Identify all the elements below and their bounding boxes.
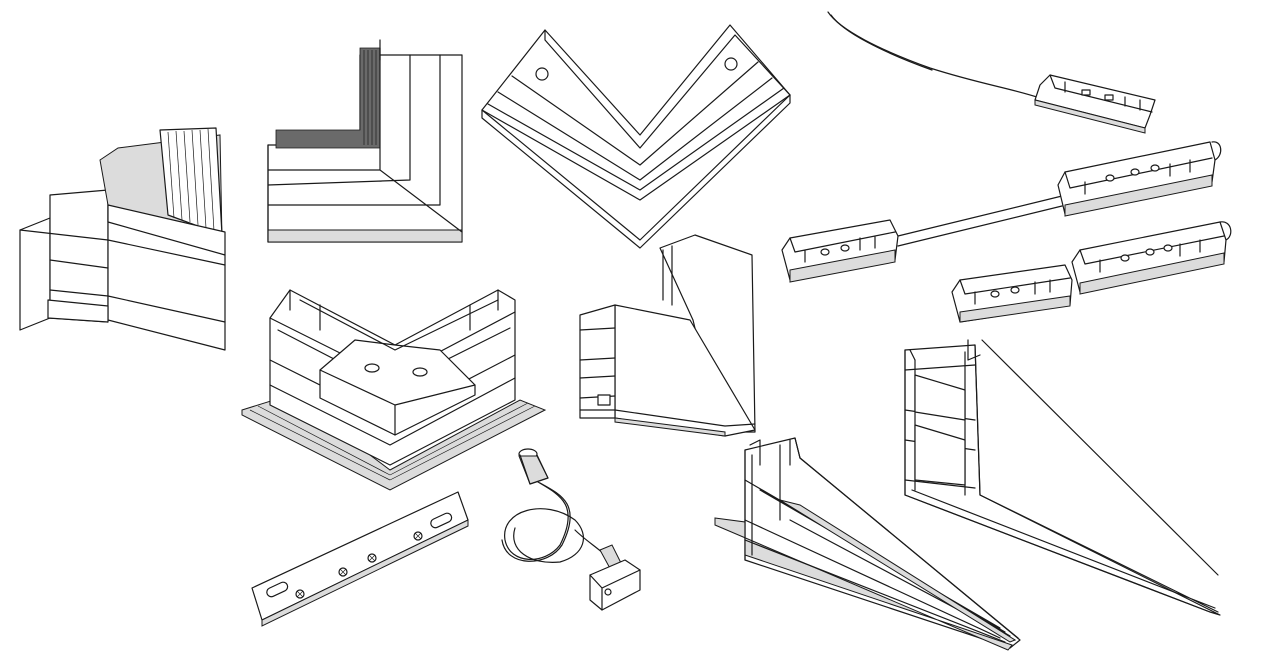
connector-pair-with-cable — [781, 141, 1222, 283]
connector-pair-joined — [951, 221, 1232, 323]
surface-profile-long — [904, 339, 1221, 616]
inner-corner-panel — [267, 39, 463, 243]
mounting-plate — [251, 491, 469, 627]
v-corner-profile — [481, 24, 791, 249]
vertical-corner-piece — [579, 234, 756, 437]
connector-with-cable — [827, 11, 1156, 134]
trimless-profile-long — [714, 437, 1021, 651]
suspension-cable-kit — [501, 448, 641, 611]
corner-profile-top-left — [19, 127, 226, 351]
square-corner-module — [241, 289, 547, 491]
